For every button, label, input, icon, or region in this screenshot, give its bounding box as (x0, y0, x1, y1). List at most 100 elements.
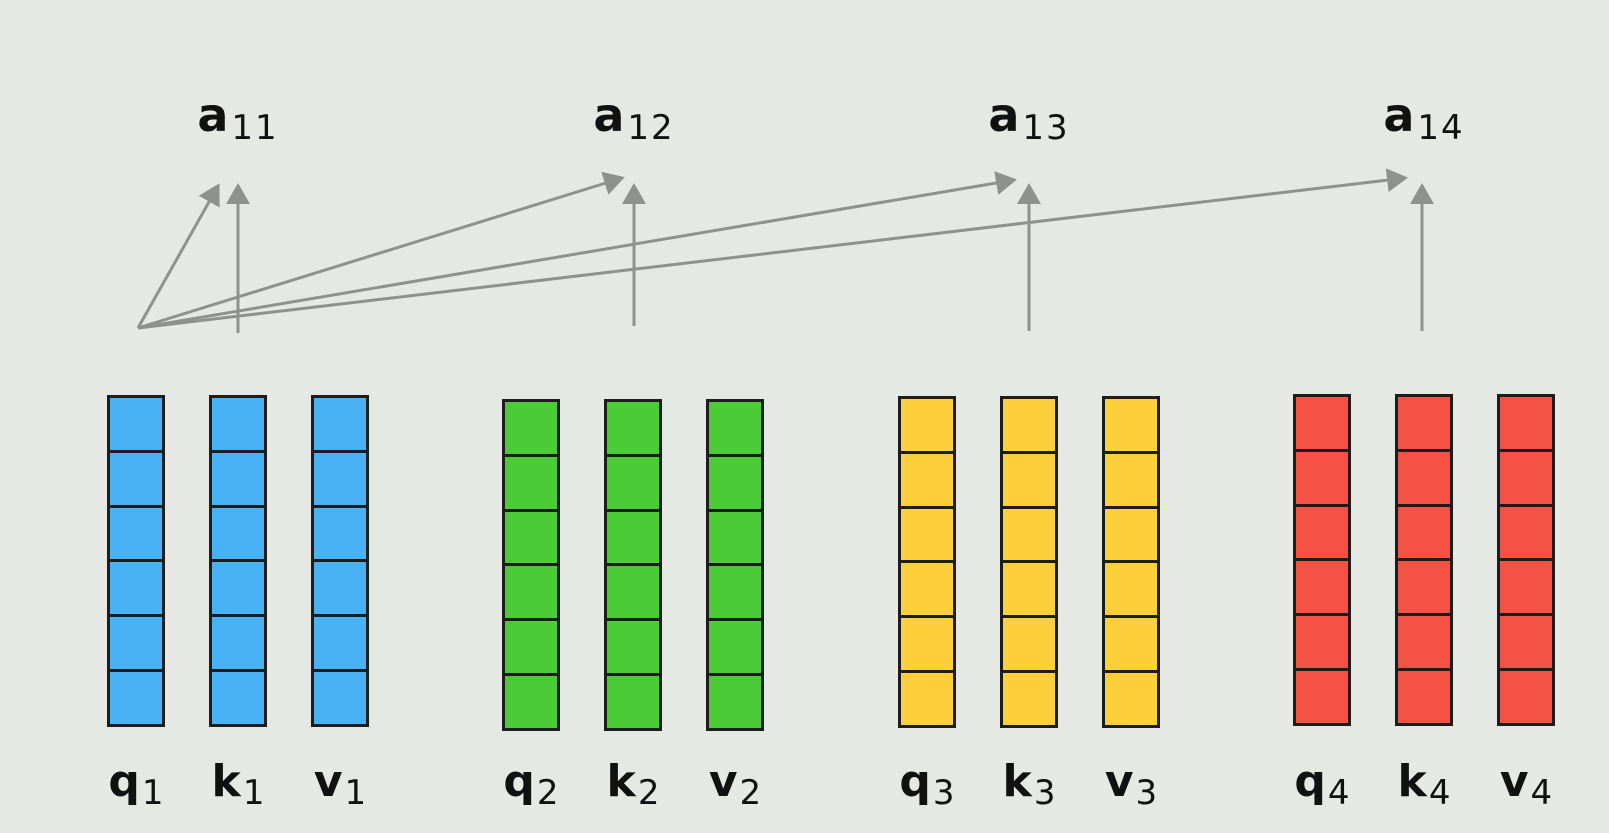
label-q3-base: q (899, 756, 931, 807)
score-label-a14: a14 (1364, 92, 1484, 145)
score-label-a14-subscript: 14 (1417, 108, 1465, 148)
vector-cell (1500, 616, 1552, 672)
vector-cell (1500, 397, 1552, 452)
vector-q1 (107, 395, 165, 727)
arrow-q1-to-a14 (137, 168, 1408, 330)
label-k3: k3 (989, 760, 1069, 811)
vector-cell (1003, 508, 1055, 564)
label-v2-base: v (708, 756, 738, 807)
label-v1-base: v (313, 756, 343, 807)
label-k3-base: k (1002, 756, 1032, 807)
label-k4-base: k (1397, 756, 1427, 807)
vector-cell (110, 672, 162, 724)
label-q3: q3 (887, 760, 967, 811)
vector-cell (110, 562, 162, 618)
vector-cell (901, 673, 953, 725)
score-label-a13: a13 (969, 92, 1089, 145)
vector-cell (607, 456, 659, 512)
label-k1-subscript: 1 (242, 773, 265, 813)
vector-cell (1398, 506, 1450, 562)
vector-cell (901, 453, 953, 509)
vector-cell (1105, 399, 1157, 454)
score-label-a11: a11 (178, 92, 298, 145)
vector-cell (505, 676, 557, 728)
vector-cell (1296, 616, 1348, 672)
vector-cell (901, 563, 953, 619)
vector-cell (607, 621, 659, 677)
vector-v3 (1102, 396, 1160, 728)
label-q2-subscript: 2 (536, 773, 559, 813)
label-q1: q1 (96, 760, 176, 811)
vector-cell (709, 676, 761, 728)
score-label-a12: a12 (574, 92, 694, 145)
vector-cell (607, 566, 659, 622)
vector-cell (314, 398, 366, 453)
vector-cell (1105, 508, 1157, 564)
vector-cell (1003, 618, 1055, 674)
vector-cell (1003, 399, 1055, 454)
vector-k2 (604, 399, 662, 731)
vector-cell (901, 618, 953, 674)
vector-cell (709, 621, 761, 677)
vector-q4 (1293, 394, 1351, 726)
vector-cell (110, 617, 162, 673)
label-v4: v4 (1486, 760, 1566, 811)
vector-cell (1398, 397, 1450, 452)
vector-cell (1296, 397, 1348, 452)
vector-cell (505, 402, 557, 457)
label-q2: q2 (491, 760, 571, 811)
vector-cell (314, 507, 366, 563)
vector-cell (314, 617, 366, 673)
label-k4-subscript: 4 (1428, 773, 1451, 813)
vector-cell (1105, 563, 1157, 619)
label-k2: k2 (593, 760, 673, 811)
vector-cell (1500, 561, 1552, 617)
vector-cell (212, 398, 264, 453)
vector-cell (1398, 671, 1450, 723)
vector-cell (505, 456, 557, 512)
vector-cell (1500, 671, 1552, 723)
label-q2-base: q (503, 756, 535, 807)
vector-cell (314, 452, 366, 508)
label-v1-subscript: 1 (344, 773, 367, 813)
vector-cell (505, 511, 557, 567)
vector-k4 (1395, 394, 1453, 726)
label-k1-base: k (211, 756, 241, 807)
vector-cell (1003, 673, 1055, 725)
vector-k1 (209, 395, 267, 727)
label-v2-subscript: 2 (739, 773, 762, 813)
vector-cell (1500, 506, 1552, 562)
vector-cell (1105, 453, 1157, 509)
vector-cell (110, 452, 162, 508)
vector-cell (1296, 506, 1348, 562)
vector-cell (709, 511, 761, 567)
label-v4-subscript: 4 (1530, 773, 1553, 813)
vector-k3 (1000, 396, 1058, 728)
arrow-q1-to-a13 (137, 171, 1017, 330)
vector-cell (212, 562, 264, 618)
vector-cell (1003, 453, 1055, 509)
arrow-q1-to-a11 (136, 183, 220, 329)
vector-cell (1500, 451, 1552, 507)
vector-cell (314, 672, 366, 724)
score-label-a11-base: a (197, 88, 229, 142)
vector-v2 (706, 399, 764, 731)
label-v1: v1 (300, 760, 380, 811)
vector-cell (1003, 563, 1055, 619)
vector-cell (110, 398, 162, 453)
vector-cell (505, 566, 557, 622)
vector-v1 (311, 395, 369, 727)
score-label-a13-subscript: 13 (1022, 108, 1070, 148)
score-label-a12-base: a (593, 88, 625, 142)
vector-cell (505, 621, 557, 677)
vector-cell (1398, 451, 1450, 507)
vector-cell (1398, 561, 1450, 617)
label-q4-base: q (1294, 756, 1326, 807)
vector-q2 (502, 399, 560, 731)
vector-cell (110, 507, 162, 563)
label-v3-subscript: 3 (1135, 773, 1158, 813)
score-label-a14-base: a (1383, 88, 1415, 142)
label-q3-subscript: 3 (932, 773, 955, 813)
vector-cell (212, 452, 264, 508)
